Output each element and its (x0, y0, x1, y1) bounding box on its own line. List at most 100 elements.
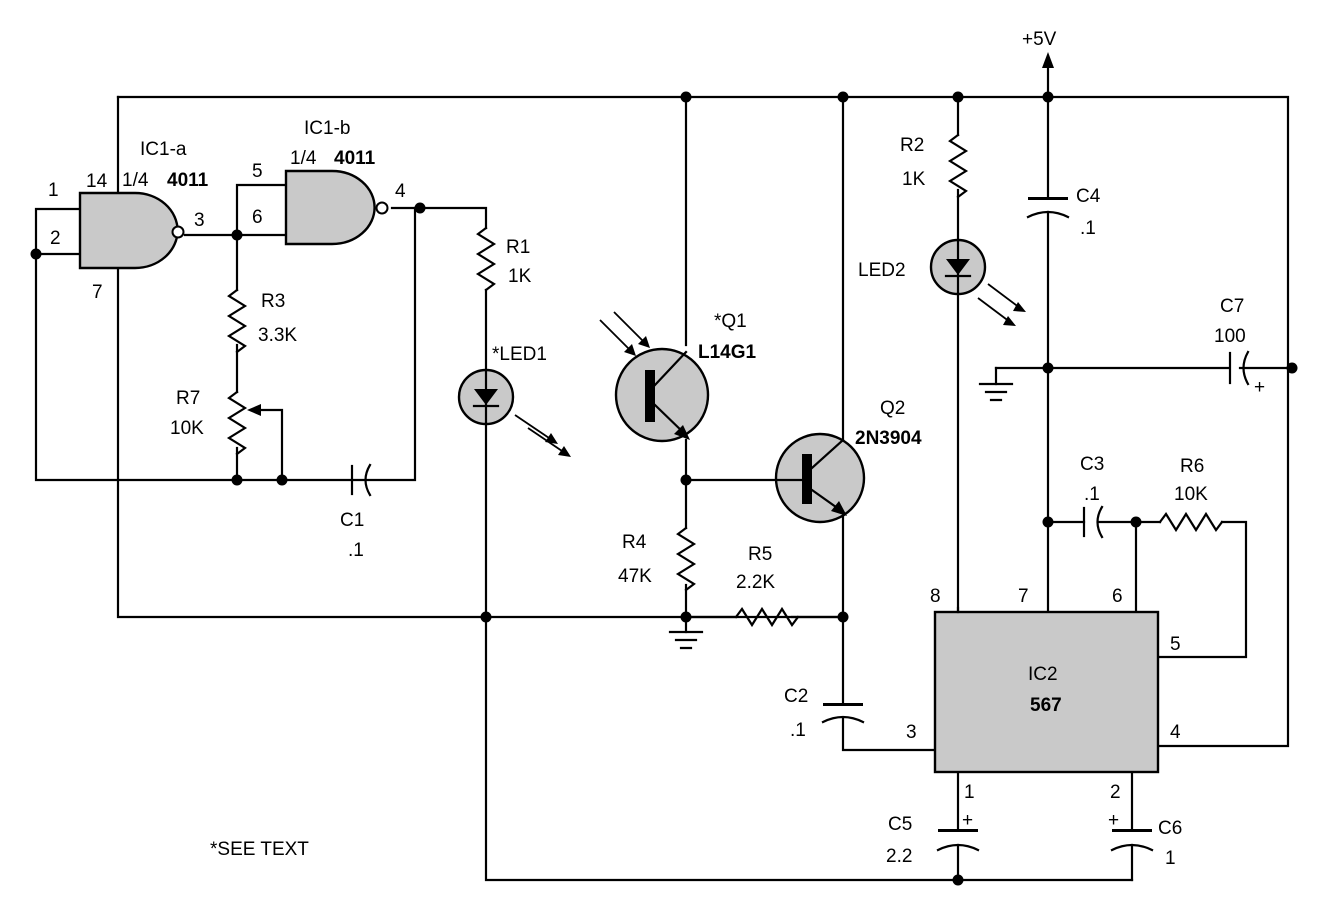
phototransistor-q1 (614, 347, 710, 443)
capacitor-c5 (936, 829, 980, 852)
r2-value: 1K (902, 169, 926, 190)
pin-label: 2 (50, 228, 61, 249)
resistor-r2 (947, 133, 969, 199)
c7-label: C7 (1220, 296, 1244, 317)
ic2-pin-label: 1 (964, 782, 975, 803)
junction-dot (837, 611, 849, 623)
pin-label: 1 (48, 180, 59, 201)
c3-value: .1 (1084, 484, 1100, 505)
r7-label: R7 (176, 388, 200, 409)
ic1b-type: 4011 (334, 148, 376, 169)
c7-value: 100 (1214, 326, 1246, 347)
ic2-pin-label: 7 (1018, 586, 1029, 607)
q1-type: L14G1 (698, 342, 757, 363)
c2-value: .1 (790, 720, 806, 741)
c1-value: .1 (348, 540, 364, 561)
led2 (929, 238, 987, 296)
led2-light-arrows (977, 283, 1026, 326)
capacitor-c1 (350, 463, 372, 497)
c6-value: 1 (1165, 848, 1176, 869)
ic2-type: 567 (1030, 695, 1062, 716)
capacitor-c7 (1228, 350, 1250, 386)
pin-label: 5 (252, 161, 263, 182)
r3-label: R3 (261, 291, 285, 312)
led2-label: LED2 (858, 260, 906, 281)
resistor-r3 (226, 288, 248, 354)
c6-label: C6 (1158, 818, 1182, 839)
junction-dot (1286, 362, 1298, 374)
c1-label: C1 (340, 510, 364, 531)
ground-symbol (668, 630, 704, 650)
ic2-pin-label: 3 (906, 722, 917, 743)
ic2-pin-label: 2 (1110, 782, 1121, 803)
polarity-plus: + (1108, 810, 1119, 831)
capacitor-c6 (1110, 829, 1154, 852)
ic2-pin-label: 5 (1170, 634, 1181, 655)
potentiometer-r7 (226, 390, 261, 456)
ic2-pin-label: 6 (1112, 586, 1123, 607)
junction-dot (480, 611, 492, 623)
r7-value: 10K (170, 418, 204, 439)
capacitor-c4 (1026, 197, 1070, 219)
see-text-note: *SEE TEXT (210, 839, 309, 860)
junction-dot (414, 202, 426, 214)
r5-value: 2.2K (736, 572, 775, 593)
q2-type: 2N3904 (855, 428, 922, 449)
r1-label: R1 (506, 237, 530, 258)
junction-dot (1042, 362, 1054, 374)
capacitor-c2 (821, 703, 865, 724)
junction-dots (30, 91, 1298, 886)
junction-dot (231, 474, 243, 486)
wires (34, 52, 1290, 882)
c4-label: C4 (1076, 186, 1101, 207)
junction-dot (680, 611, 692, 623)
pin-label: 3 (194, 210, 205, 231)
junction-dot (680, 91, 692, 103)
resistor-r1 (475, 226, 497, 292)
nand-gate-ic1a (78, 191, 185, 270)
ic1a-type: 4011 (167, 170, 209, 191)
resistor-r5 (734, 606, 800, 628)
junction-dot (30, 248, 42, 260)
junction-dot (1130, 516, 1142, 528)
junction-dot (952, 874, 964, 886)
resistor-r6 (1158, 511, 1224, 533)
c2-label: C2 (784, 686, 808, 707)
r3-value: 3.3K (258, 325, 297, 346)
ground-symbol (978, 382, 1014, 402)
resistor-r4 (675, 526, 697, 592)
pin-label: 4 (395, 181, 406, 202)
pin-label: 7 (92, 282, 103, 303)
r4-value: 47K (618, 566, 652, 587)
junction-dot (1042, 91, 1054, 103)
r1-value: 1K (508, 266, 532, 287)
ic1b-label: IC1-b (304, 118, 350, 139)
c3-label: C3 (1080, 454, 1104, 475)
pin-label: 14 (86, 171, 108, 192)
nand-gate-ic1b (284, 169, 389, 246)
r6-value: 10K (1174, 484, 1208, 505)
text-labels: +5V IC1-a 1/4 4011 IC1-b 1/4 4011 1 2 14… (48, 29, 1265, 869)
led1-label: *LED1 (492, 344, 547, 365)
ic2-567 (933, 606, 1160, 774)
capacitor-c3 (1082, 505, 1104, 539)
ic1b-type-prefix: 1/4 (290, 148, 317, 169)
junction-dot (952, 91, 964, 103)
junction-dot (231, 229, 243, 241)
ic2-label: IC2 (1028, 664, 1058, 685)
r4-label: R4 (622, 532, 647, 553)
junction-dot (1042, 516, 1054, 528)
ic1a-label: IC1-a (140, 139, 187, 160)
c4-value: .1 (1080, 218, 1096, 239)
q1-light-arrows (599, 311, 650, 356)
c5-value: 2.2 (886, 846, 912, 867)
ic2-pin-label: 4 (1170, 722, 1181, 743)
polarity-plus: + (962, 810, 973, 831)
led1-light-arrows (514, 414, 571, 457)
junction-dot (837, 91, 849, 103)
led1 (457, 368, 515, 426)
r5-label: R5 (748, 544, 772, 565)
r6-label: R6 (1180, 456, 1204, 477)
